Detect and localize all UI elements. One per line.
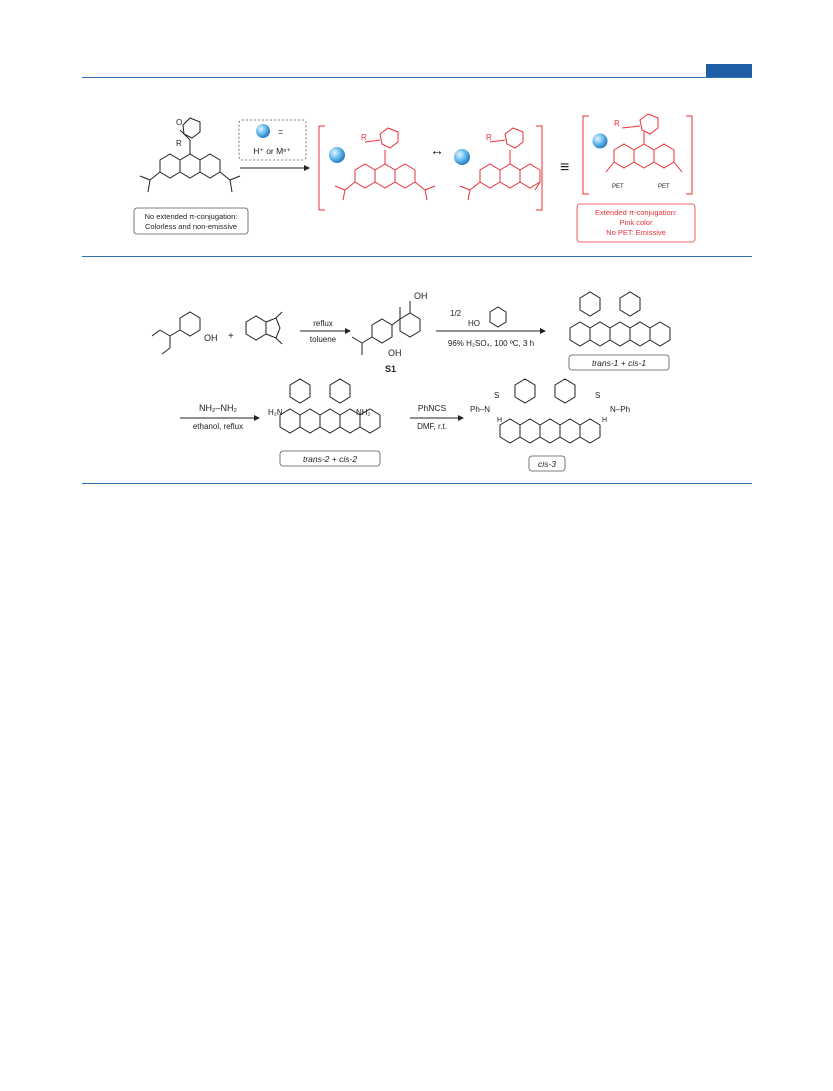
step3-above: NH₂–NH₂ bbox=[199, 403, 237, 413]
step2-above: 1/2 bbox=[450, 309, 462, 318]
emissive-bracket bbox=[582, 115, 693, 195]
product3-box bbox=[528, 455, 566, 472]
atom-R: R bbox=[614, 119, 620, 128]
atom-R: R bbox=[361, 133, 367, 142]
plus-sign: + bbox=[228, 331, 234, 342]
top-rule bbox=[82, 77, 752, 78]
left-caption-box bbox=[133, 207, 249, 235]
bis-xanthene-3 bbox=[499, 378, 601, 444]
bottom-rule bbox=[82, 483, 752, 484]
product2-box bbox=[279, 450, 381, 467]
step1-above: reflux bbox=[313, 319, 333, 328]
step1-below: toluene bbox=[310, 335, 337, 344]
reagent-equals: = bbox=[278, 127, 283, 137]
right-caption-box bbox=[576, 203, 696, 243]
analyte-sphere-icon bbox=[256, 124, 270, 138]
ph-right: N–Ph bbox=[610, 405, 630, 414]
product3-label: cis-3 bbox=[538, 459, 556, 469]
step4-above: PhNCS bbox=[418, 403, 447, 413]
sensing-scheme: R O No extended π-conjugation: Colorless… bbox=[133, 113, 696, 243]
right-caption-line2: Pink color bbox=[620, 218, 653, 227]
middle-rule bbox=[82, 256, 752, 257]
resonance-arrow: ↔ bbox=[430, 142, 444, 158]
pet-label-left: PET bbox=[612, 184, 624, 190]
step2-below: 96% H₂SO₄, 100 ºC, 3 h bbox=[448, 339, 534, 348]
atom-R: R bbox=[486, 133, 492, 142]
spiro-closed-molecule bbox=[139, 117, 241, 193]
thio-s-right: S bbox=[595, 391, 600, 400]
ph-left: Ph–N bbox=[470, 405, 490, 414]
header-tab bbox=[706, 64, 752, 77]
phthalic-anhydride bbox=[245, 311, 283, 345]
resonance-bracket bbox=[318, 125, 543, 211]
resorcinol-ho: HO bbox=[468, 319, 480, 328]
h-left: H bbox=[497, 417, 502, 424]
pet-label-right: PET bbox=[658, 184, 670, 190]
ring-open-molecule-c bbox=[605, 113, 683, 173]
compound-S1 bbox=[351, 301, 421, 355]
product2-label: trans-2 + cis-2 bbox=[303, 454, 357, 464]
product1-box bbox=[568, 354, 670, 371]
left-caption-line2: Colorless and non-emissive bbox=[145, 222, 237, 231]
analyte-sphere-icon bbox=[454, 149, 470, 165]
reagent-box bbox=[238, 119, 307, 161]
right-caption-line1: Extended π-conjugation: bbox=[595, 208, 677, 217]
phenol-oh: OH bbox=[204, 333, 218, 343]
s1-acid: OH bbox=[414, 291, 428, 301]
diethylaminophenol bbox=[151, 311, 201, 355]
analyte-sphere-icon bbox=[592, 133, 608, 149]
equivalence-sign: ≡ bbox=[560, 159, 569, 176]
s1-label: S1 bbox=[385, 364, 396, 374]
analyte-sphere-icon bbox=[329, 147, 345, 163]
ring-open-molecule-a bbox=[334, 127, 436, 201]
reagent-text: H⁺ or Mⁿ⁺ bbox=[253, 146, 291, 156]
step4-below: DMF, r.t. bbox=[417, 422, 447, 431]
ring-open-molecule-b bbox=[459, 127, 541, 201]
nh2-label: NH₂ bbox=[356, 408, 371, 417]
step3-below: ethanol, reflux bbox=[193, 422, 243, 431]
s1-oh: OH bbox=[388, 348, 402, 358]
product1-label: trans-1 + cis-1 bbox=[592, 358, 646, 368]
h2n-label: H₂N bbox=[268, 408, 283, 417]
atom-R: R bbox=[176, 139, 182, 148]
left-caption-line1: No extended π-conjugation: bbox=[145, 212, 238, 221]
resorcinol bbox=[489, 306, 507, 328]
atom-O: O bbox=[176, 118, 182, 127]
bis-xanthene-1 bbox=[569, 291, 671, 347]
bis-xanthene-2 bbox=[279, 378, 381, 434]
right-caption-line3: No PET: Emissive bbox=[606, 228, 666, 237]
h-right: H bbox=[602, 417, 607, 424]
thio-s-left: S bbox=[494, 391, 499, 400]
